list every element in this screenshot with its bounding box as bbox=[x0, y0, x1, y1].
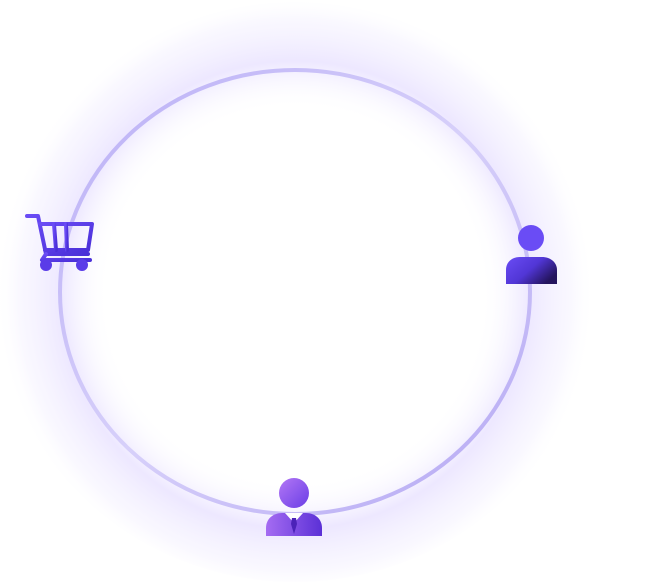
businessman-icon bbox=[262, 476, 326, 538]
shopping-cart-icon bbox=[24, 210, 98, 274]
user-icon bbox=[500, 222, 562, 288]
